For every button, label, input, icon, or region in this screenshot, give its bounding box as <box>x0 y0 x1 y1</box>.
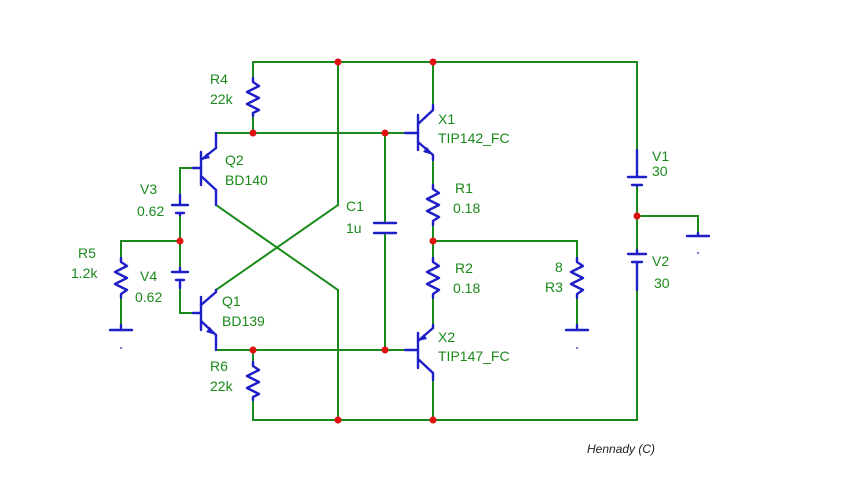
author-credit: Hennady (C) <box>587 442 655 456</box>
q2-value: BD140 <box>225 172 268 188</box>
component-labels: R4 22k Q2 BD140 V3 0.62 R5 1.2k V4 0.62 … <box>71 71 670 394</box>
junction-dot <box>429 237 437 245</box>
battery-v3 <box>170 193 190 217</box>
r2-ref: R2 <box>455 260 473 276</box>
x2-value: TIP147_FC <box>438 348 510 364</box>
junction-dot <box>429 416 437 424</box>
r3-value: 8 <box>555 259 563 275</box>
junction-dot <box>633 212 641 220</box>
wires <box>120 61 699 421</box>
resistor-r2 <box>425 256 441 300</box>
wire-q2-base-v3 <box>179 167 194 196</box>
junction-dot <box>381 346 389 354</box>
q1-ref: Q1 <box>222 293 241 309</box>
wire-v4-q1-base <box>179 287 194 314</box>
battery-v2 <box>626 248 648 292</box>
ground-icon <box>564 323 590 349</box>
resistor-r1 <box>425 183 441 227</box>
junction-dot <box>429 58 437 66</box>
v2-ref: V2 <box>652 253 669 269</box>
ground-icon <box>108 323 134 349</box>
capacitor-c1 <box>372 221 398 235</box>
transistor-x1 <box>403 103 435 162</box>
x1-ref: X1 <box>438 111 455 127</box>
r2-value: 0.18 <box>453 280 480 296</box>
resistor-r3 <box>569 256 585 300</box>
v4-value: 0.62 <box>135 289 162 305</box>
r1-ref: R1 <box>455 180 473 196</box>
v3-ref: V3 <box>140 181 157 197</box>
junction-dot <box>249 346 257 354</box>
r5-value: 1.2k <box>71 265 98 281</box>
x2-ref: X2 <box>438 329 455 345</box>
r4-ref: R4 <box>210 71 228 87</box>
transistor-q2 <box>191 131 218 207</box>
resistor-r4 <box>245 76 261 118</box>
c1-value: 1u <box>346 220 362 236</box>
r4-value: 22k <box>210 91 234 107</box>
r5-ref: R5 <box>78 245 96 261</box>
wire-r5-top <box>120 240 181 259</box>
battery-v1 <box>626 148 648 188</box>
battery-v4 <box>170 266 190 290</box>
r6-ref: R6 <box>210 358 228 374</box>
junction-dot <box>381 129 389 137</box>
junction-dot <box>249 129 257 137</box>
transistor-x2 <box>403 323 435 382</box>
v1-ref: V1 <box>652 148 669 164</box>
transistor-q1 <box>191 288 218 352</box>
c1-ref: C1 <box>346 198 364 214</box>
ground-icon <box>685 231 711 254</box>
r3-ref: R3 <box>545 279 563 295</box>
resistor-r5 <box>113 256 129 300</box>
x1-value: TIP142_FC <box>438 130 510 146</box>
q2-ref: Q2 <box>225 152 244 168</box>
wire-midpoint-ground <box>636 215 699 234</box>
v4-ref: V4 <box>140 268 157 284</box>
q1-value: BD139 <box>222 313 265 329</box>
wire-output <box>432 240 578 259</box>
r1-value: 0.18 <box>453 200 480 216</box>
wire-cross-q1 <box>214 203 340 292</box>
v3-value: 0.62 <box>137 203 164 219</box>
v1-value: 30 <box>652 163 668 179</box>
r6-value: 22k <box>210 378 234 394</box>
junction-dot <box>334 416 342 424</box>
v2-value: 30 <box>654 275 670 291</box>
resistor-r6 <box>245 360 261 402</box>
junction-dot <box>176 237 184 245</box>
junction-dot <box>334 58 342 66</box>
junction-dots <box>176 58 641 424</box>
